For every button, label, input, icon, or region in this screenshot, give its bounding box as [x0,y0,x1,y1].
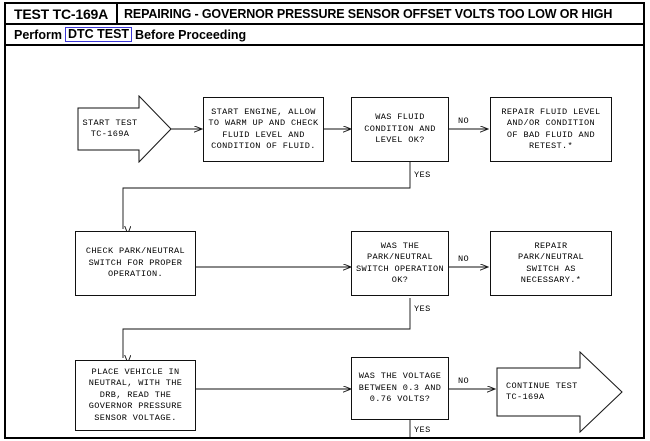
node-voltage-decision: WAS THE VOLTAGE BETWEEN 0.3 AND 0.76 VOL… [351,357,449,420]
arrow-shape [77,95,172,163]
dtc-test-link[interactable]: DTC TEST [64,27,133,42]
edge-label-yes-1: YES [414,170,431,180]
node-continue-test: CONTINUE TEST TC-169A [496,351,623,433]
edge-label-no-2: NO [458,254,470,264]
node-continue-test-label: CONTINUE TEST TC-169A [506,380,578,403]
node-start-engine: START ENGINE, ALLOW TO WARM UP AND CHECK… [203,97,324,162]
subheader-band: Perform DTC TEST Before Proceeding [4,25,645,46]
node-repair-fluid: REPAIR FLUID LEVEL AND/OR CONDITION OF B… [490,97,612,162]
node-fluid-decision: WAS FLUID CONDITION AND LEVEL OK? [351,97,449,162]
node-repair-switch: REPAIR PARK/NEUTRAL SWITCH AS NECESSARY.… [490,231,612,296]
arrow-shape [496,351,623,433]
node-check-switch: CHECK PARK/NEUTRAL SWITCH FOR PROPER OPE… [75,231,196,296]
edge-label-no-3: NO [458,376,470,386]
before-proceeding-label: Before Proceeding [135,27,247,42]
node-switch-decision: WAS THE PARK/NEUTRAL SWITCH OPERATION OK… [351,231,449,296]
edge-label-yes-2: YES [414,304,431,314]
node-place-neutral: PLACE VEHICLE IN NEUTRAL, WITH THE DRB, … [75,360,196,431]
flowchart-connectors [122,46,643,437]
edge-label-yes-3: YES [414,425,431,435]
flowchart-canvas: START TEST TC-169A START ENGINE, ALLOW T… [4,46,645,439]
perform-prefix-label: Perform [14,27,62,42]
page-title: REPAIRING - GOVERNOR PRESSURE SENSOR OFF… [124,6,613,21]
edge-label-no-1: NO [458,116,470,126]
node-start-test-label: START TEST TC-169A [82,117,138,140]
test-id-label: TEST TC-169A [6,4,118,23]
header-band: TEST TC-169A REPAIRING - GOVERNOR PRESSU… [4,2,645,25]
node-start-test: START TEST TC-169A [77,95,172,163]
